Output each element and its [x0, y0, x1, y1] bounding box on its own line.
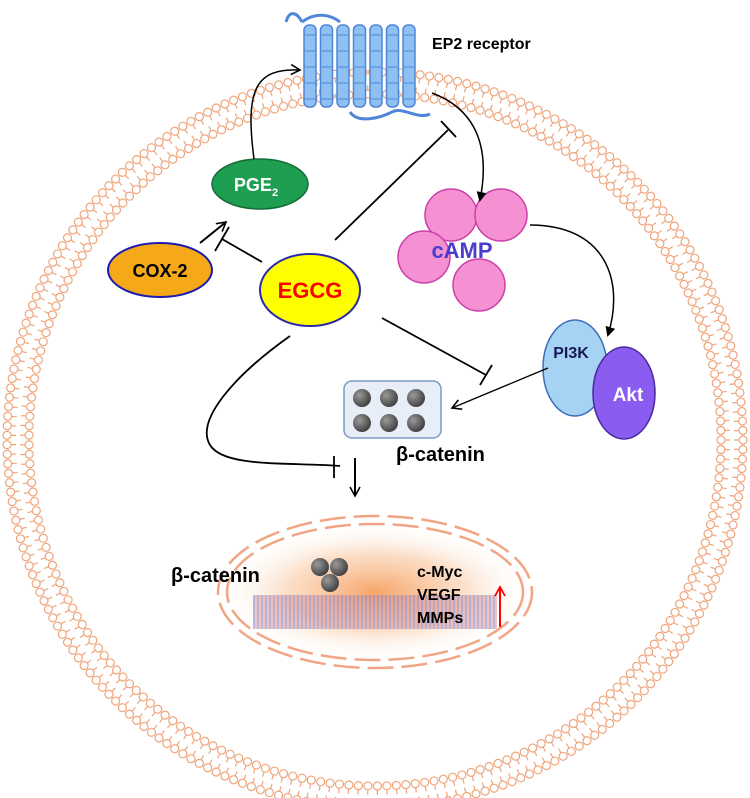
egcg-inhibits-beta-catenin [381, 317, 487, 376]
camp-label: cAMP [431, 238, 492, 263]
akt-node [592, 346, 656, 440]
pge2-label: PGE2 [234, 175, 278, 199]
egcg-inhibits-cox2 [221, 238, 263, 263]
beta-catenin-nucleus-label: β-catenin [171, 565, 260, 587]
pi3k-label: PI3K [553, 345, 589, 362]
ep2-receptor-label: EP2 receptor [432, 36, 531, 53]
pge2-to-receptor-arrow [250, 63, 302, 160]
egcg-inhibits-nuclear-translocation [205, 335, 341, 467]
cox2-label: COX-2 [132, 261, 187, 281]
akt-label: Akt [613, 385, 644, 406]
camp-cluster [397, 188, 528, 312]
receptor-to-camp-arrow [431, 92, 487, 202]
target-gene-vegf: VEGF [417, 587, 461, 604]
target-gene-cmyc: c-Myc [417, 564, 462, 581]
cox2-to-pge2-arrow [199, 220, 228, 244]
egcg-label: EGCG [278, 278, 343, 303]
ep2-receptor [284, 12, 431, 121]
pge2-node [211, 158, 309, 210]
cox2-node [107, 242, 213, 298]
egcg-inhibits-ep2 [334, 129, 449, 241]
nucleus [215, 514, 535, 670]
dna-strand [253, 595, 497, 629]
beta-catenin-cytoplasm-label: β-catenin [396, 444, 485, 466]
target-gene-mmps: MMPs [417, 610, 463, 627]
nuclear-beta-catenin-molecules [311, 558, 348, 592]
beta-catenin-molecules [353, 389, 425, 432]
egcg-inhibitions [205, 120, 493, 478]
pi3k-to-beta-catenin-arrow [450, 367, 549, 410]
cell-membrane [2, 67, 748, 798]
egcg-node [259, 253, 361, 327]
camp-to-pi3k-arrow [529, 224, 616, 337]
